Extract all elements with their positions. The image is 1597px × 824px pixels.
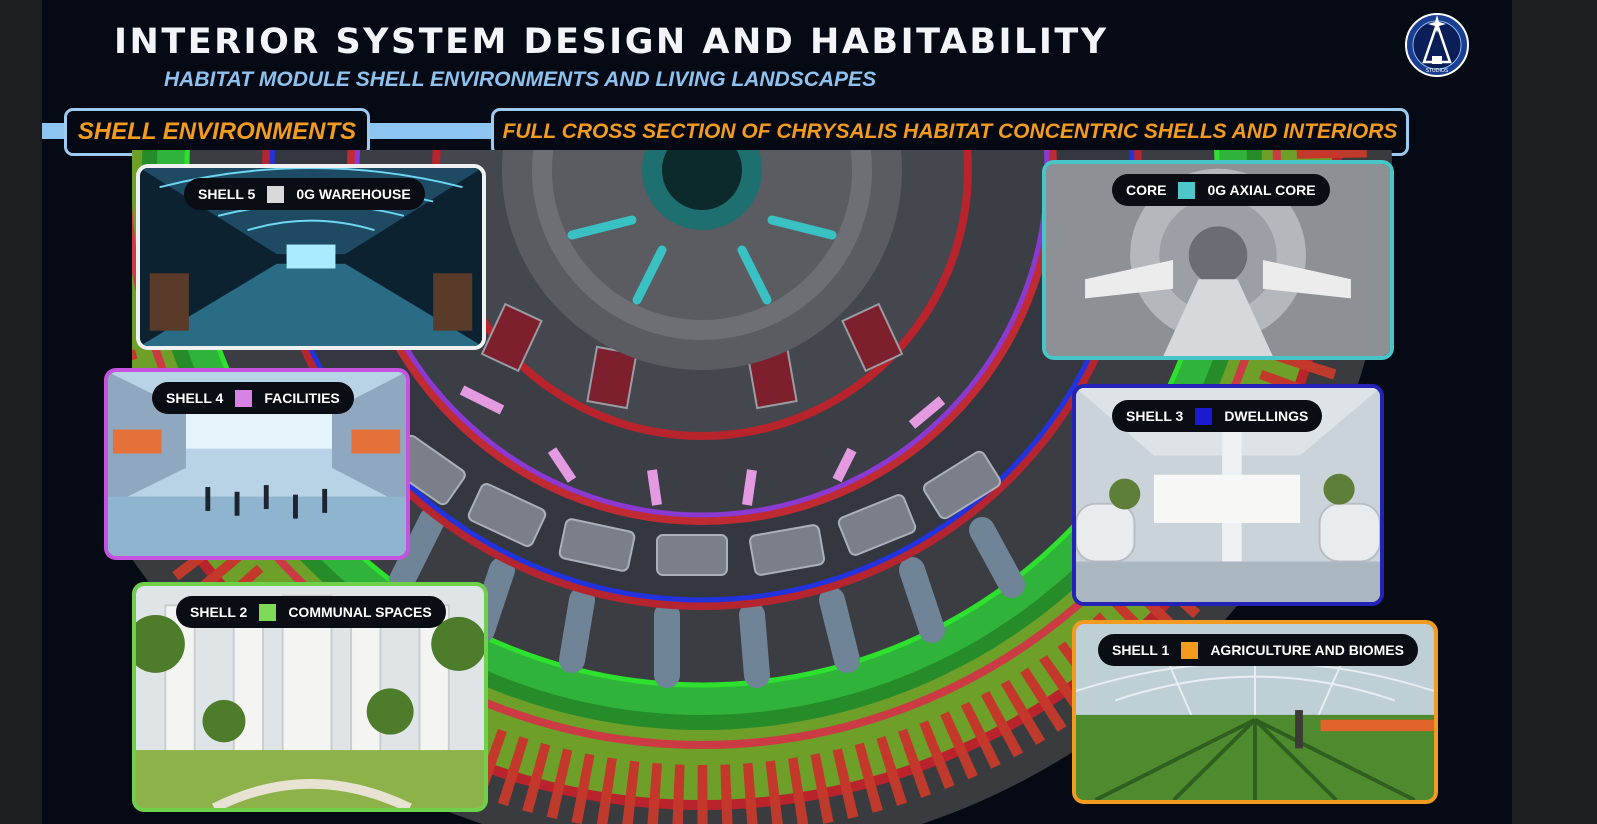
shell1-tag: SHELL 1 AGRICULTURE AND BIOMES [1098,634,1418,666]
shell2-card: SHELL 2 COMMUNAL SPACES [132,582,488,812]
shell2-function: COMMUNAL SPACES [288,604,432,620]
core-function: 0G AXIAL CORE [1207,182,1316,198]
shell2-color-swatch [259,603,277,621]
core-tag: CORE 0G AXIAL CORE [1112,174,1330,206]
slide: INTERIOR SYSTEM DESIGN AND HABITABILITY … [42,0,1512,824]
shell2-name: SHELL 2 [190,604,248,620]
shell4-card: SHELL 4 FACILITIES [104,368,410,560]
svg-text:STUDIOS: STUDIOS [1426,68,1448,74]
shell4-color-swatch [235,389,253,407]
shell5-color-swatch [267,185,285,203]
cross-section-label: FULL CROSS SECTION OF CHRYSALIS HABITAT … [491,108,1409,156]
shell5-card: SHELL 5 0G WAREHOUSE [136,164,486,350]
core-name: CORE [1126,182,1167,198]
shell3-tag: SHELL 3 DWELLINGS [1112,400,1323,432]
shell1-color-swatch [1181,641,1199,659]
shell3-color-swatch [1195,407,1213,425]
shell3-function: DWELLINGS [1224,408,1309,424]
shell5-name: SHELL 5 [198,186,256,202]
shell1-name: SHELL 1 [1112,642,1170,658]
shell4-function: FACILITIES [264,390,340,406]
shell3-name: SHELL 3 [1126,408,1184,424]
shell5-function: 0G WAREHOUSE [296,186,411,202]
page-title: INTERIOR SYSTEM DESIGN AND HABITABILITY [114,22,1109,62]
studio-emblem-icon: STUDIOS [1405,13,1469,77]
shell2-tag: SHELL 2 COMMUNAL SPACES [176,596,446,628]
shell1-card: SHELL 1 AGRICULTURE AND BIOMES [1072,620,1438,804]
core-card: CORE 0G AXIAL CORE [1042,160,1394,360]
shell1-function: AGRICULTURE AND BIOMES [1210,642,1404,658]
page-subtitle: HABITAT MODULE SHELL ENVIRONMENTS AND LI… [164,68,877,91]
shell3-card: SHELL 3 DWELLINGS [1072,384,1384,606]
shell5-tag: SHELL 5 0G WAREHOUSE [184,178,425,210]
core-color-swatch [1178,181,1196,199]
shell4-tag: SHELL 4 FACILITIES [152,382,354,414]
shell-environments-label: SHELL ENVIRONMENTS [64,108,370,156]
shell4-name: SHELL 4 [166,390,224,406]
